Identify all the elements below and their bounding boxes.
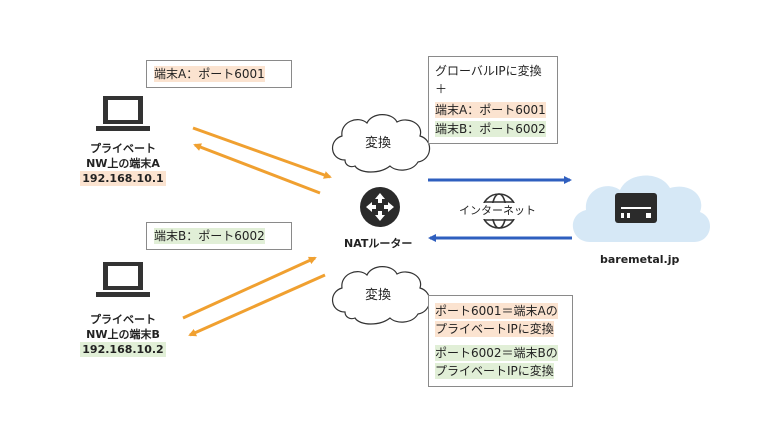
port-a-text: 端末A：ポート6001 [154,66,265,82]
global-box-line1: グローバルIPに変換 [435,64,542,78]
arrow-router-to-a [193,143,321,195]
cloud-top-shape [332,114,431,173]
global-box-line2: ＋ [435,82,448,96]
cloud-bottom-label: 変換 [365,288,392,303]
port-box-b: 端末B：ポート6002 [146,222,292,250]
server-label: baremetal.jp [600,253,680,266]
arrow-a-to-router [192,126,332,179]
cloud-bottom-shape [332,266,431,325]
reverse-box-line3: ポート6002＝端末Bの [435,345,558,361]
global-box-line3: 端末A：ポート6001 [435,102,546,118]
terminal-b-ip: 192.168.10.2 [80,342,166,357]
arrow-router-to-b [188,273,326,337]
terminal-a-label: プライベート NW上の端末A 192.168.10.1 [73,141,173,186]
reverse-box-line4: プライベートIPに変換 [435,363,554,379]
terminal-a-label-line1: プライベート [90,142,156,155]
port-b-text: 端末B：ポート6002 [154,228,265,244]
terminal-a-label-line2: NW上の端末A [86,157,160,170]
reverse-conversion-box: ポート6001＝端末Aの プライベートIPに変換 ポート6002＝端末Bの プラ… [428,295,573,387]
terminal-a-ip: 192.168.10.1 [80,171,166,186]
server-icon [615,193,657,223]
port-box-a: 端末A：ポート6001 [146,60,292,88]
terminal-b-label-line1: プライベート [90,313,156,326]
laptop-a-icon [96,96,150,131]
laptop-b-icon [96,262,150,297]
router-icon [360,187,400,227]
router-label: NATルーター [344,237,413,250]
global-box-line4: 端末B：ポート6002 [435,121,546,137]
terminal-b-label: プライベート NW上の端末B 192.168.10.2 [73,312,173,357]
global-ip-box: グローバルIPに変換 ＋ 端末A：ポート6001 端末B：ポート6002 [428,56,558,144]
arrow-b-to-router [182,256,317,320]
terminal-b-label-line2: NW上の端末B [86,328,160,341]
internet-label: インターネット [459,203,536,219]
reverse-box-line1: ポート6001＝端末Aの [435,303,558,319]
cloud-top-label: 変換 [365,136,392,151]
reverse-box-line2: プライベートIPに変換 [435,321,554,337]
